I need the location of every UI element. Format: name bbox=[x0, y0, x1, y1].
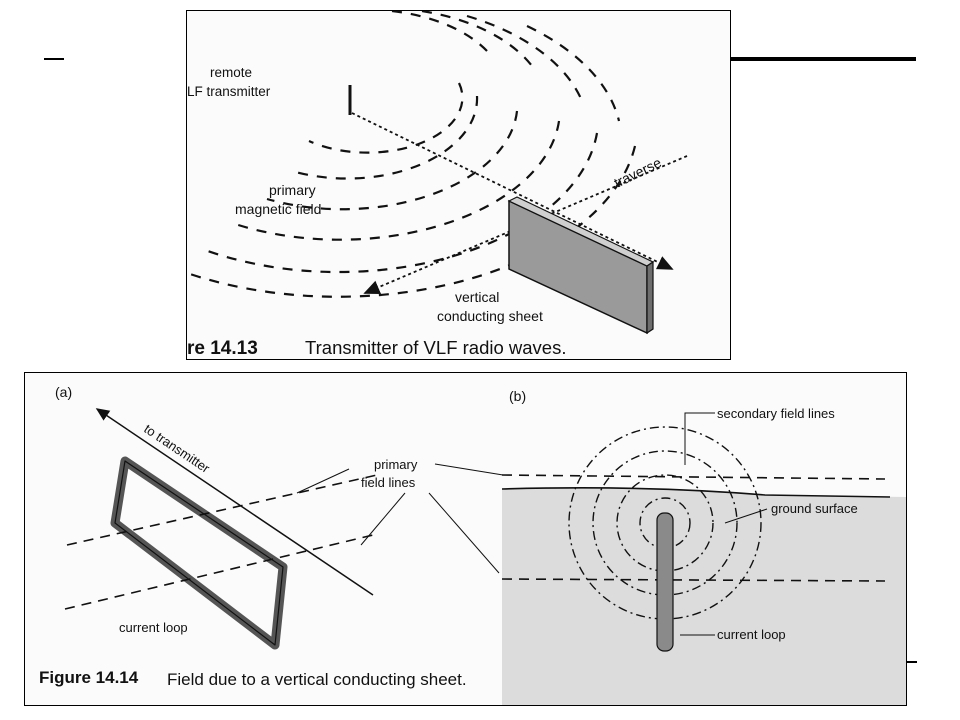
figure-14-14-caption-number: Figure 14.14 bbox=[39, 668, 139, 687]
label-current-loop-b: current loop bbox=[717, 627, 786, 642]
panel-a-label: (a) bbox=[55, 384, 72, 400]
label-remote: remote bbox=[210, 65, 252, 80]
label-primary: primary bbox=[374, 457, 418, 472]
slide-title-rule bbox=[729, 57, 916, 61]
primary-field-label-group: primary field lines bbox=[296, 457, 504, 574]
label-vertical: vertical bbox=[455, 289, 499, 305]
figure-14-13: remote LF transmitter traverse primary m… bbox=[186, 10, 731, 360]
current-loop-pillar bbox=[656, 512, 674, 652]
label-to-transmitter: to transmitter bbox=[141, 421, 213, 476]
ground-region bbox=[502, 487, 906, 705]
label-lf-transmitter: LF transmitter bbox=[187, 84, 271, 99]
panel-b: (b) secondary field lines ground surface… bbox=[501, 388, 906, 705]
label-magnetic-field: magnetic field bbox=[235, 201, 321, 217]
panel-a: (a) to transmitter current loop bbox=[55, 384, 378, 650]
label-traverse: traverse bbox=[611, 154, 664, 191]
current-loop-frame bbox=[110, 456, 288, 650]
figure-14-13-caption-number: re 14.13 bbox=[187, 338, 258, 359]
label-primary: primary bbox=[269, 182, 316, 198]
label-secondary-field-lines: secondary field lines bbox=[717, 406, 835, 421]
figure-14-14: (a) to transmitter current loop primary … bbox=[24, 372, 907, 706]
label-conducting-sheet: conducting sheet bbox=[437, 308, 543, 324]
figure-14-14-diagram: (a) to transmitter current loop primary … bbox=[39, 384, 906, 705]
transmitter-direction-line bbox=[351, 112, 674, 270]
slide-title-dash bbox=[44, 58, 64, 60]
primary-field-lines-a bbox=[64, 474, 378, 610]
figure-14-13-caption-text: Transmitter of VLF radio waves. bbox=[305, 337, 566, 358]
ground-surface-line bbox=[501, 487, 891, 498]
figure-14-13-diagram: remote LF transmitter traverse primary m… bbox=[187, 11, 688, 359]
panel-b-label: (b) bbox=[509, 388, 526, 404]
label-ground-surface: ground surface bbox=[771, 501, 858, 516]
slide-footer-dash bbox=[906, 661, 917, 663]
label-field-lines: field lines bbox=[361, 475, 416, 490]
vertical-conducting-sheet bbox=[507, 196, 655, 335]
to-transmitter-line bbox=[95, 408, 374, 596]
primary-field-lines-b bbox=[501, 474, 886, 582]
figure-14-14-caption-text: Field due to a vertical conducting sheet… bbox=[167, 670, 467, 689]
label-current-loop-a: current loop bbox=[119, 620, 188, 635]
